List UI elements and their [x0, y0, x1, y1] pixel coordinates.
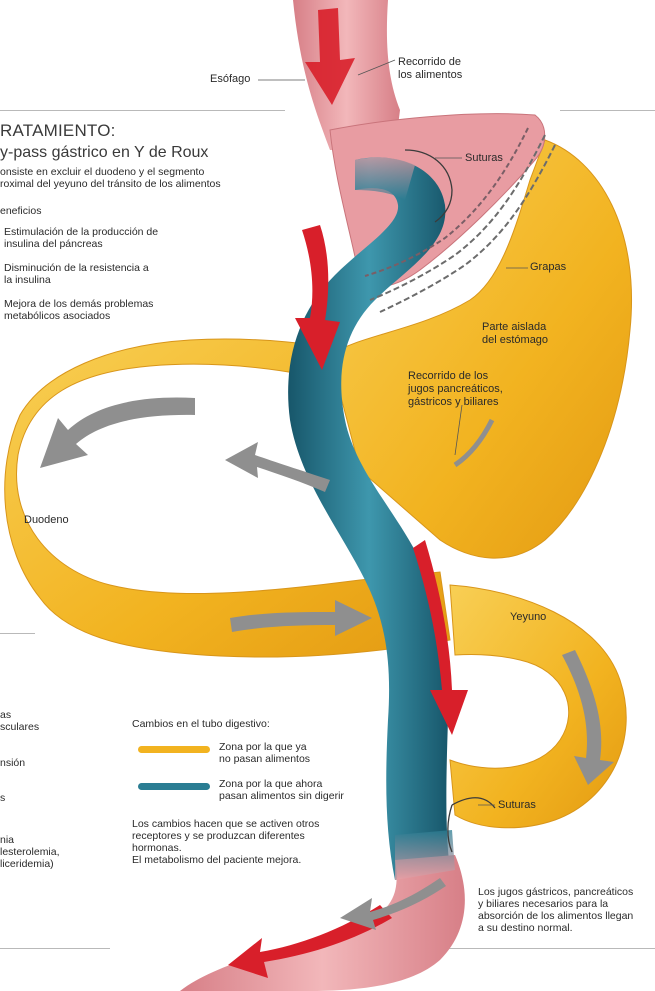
label-grapas: Grapas: [530, 261, 566, 274]
benefit-3-line-2: metabólicos asociados: [4, 310, 110, 322]
label-duodeno: Duodeno: [24, 514, 69, 527]
rule-top-left: [0, 110, 285, 111]
description-line-2: roximal del yeyuno del tránsito de los a…: [0, 178, 221, 190]
label-parte-aislada-2: del estómago: [482, 334, 548, 347]
left-cut-4: s: [0, 792, 5, 804]
footer-note-4: a su destino normal.: [478, 922, 573, 934]
left-cut-2: sculares: [0, 721, 39, 733]
legend-swatch-teal: [138, 783, 210, 790]
benefit-1-line-1: Estimulación de la producción de: [4, 226, 158, 238]
page-title: RATAMIENTO:: [0, 121, 116, 141]
label-jugos-2: jugos pancreáticos,: [408, 383, 503, 396]
legend-note-1: Los cambios hacen que se activen otros: [132, 818, 319, 830]
legend-teal-2: pasan alimentos sin digerir: [219, 790, 344, 802]
footer-note-3: absorción de los alimentos llegan: [478, 910, 633, 922]
left-cut-1: as: [0, 709, 11, 721]
legend-yellow-2: no pasan alimentos: [219, 753, 310, 765]
left-cut-6: lesterolemia,: [0, 846, 60, 858]
benefit-3-line-1: Mejora de los demás problemas: [4, 298, 153, 310]
label-recorrido-2: los alimentos: [398, 69, 462, 82]
legend-swatch-yellow: [138, 746, 210, 753]
benefit-2-line-2: la insulina: [4, 274, 51, 286]
legend-teal-1: Zona por la que ahora: [219, 778, 322, 790]
label-jugos-3: gástricos y biliares: [408, 396, 498, 409]
legend-note-3: hormonas.: [132, 842, 182, 854]
legend-heading: Cambios en el tubo digestivo:: [132, 718, 270, 730]
label-esofago: Esófago: [210, 73, 250, 86]
left-cut-5: nia: [0, 834, 14, 846]
description-line-1: onsiste en excluir el duodeno y el segme…: [0, 166, 204, 178]
left-cut-3: nsión: [0, 757, 25, 769]
benefit-2-line-1: Disminución de la resistencia a: [4, 262, 149, 274]
benefit-1-line-2: insulina del páncreas: [4, 238, 103, 250]
footer-note-2: y biliares necesarios para la: [478, 898, 608, 910]
label-recorrido-1: Recorrido de: [398, 56, 461, 69]
label-suturas-bottom: Suturas: [498, 799, 536, 812]
legend-yellow-1: Zona por la que ya: [219, 741, 307, 753]
left-cut-7: liceridemia): [0, 858, 54, 870]
page-subtitle: y-pass gástrico en Y de Roux: [0, 144, 208, 162]
legend-note-4: El metabolismo del paciente mejora.: [132, 854, 301, 866]
legend-note-2: receptores y se produzcan diferentes: [132, 830, 305, 842]
label-jugos-1: Recorrido de los: [408, 370, 488, 383]
rule-bottom-right: [440, 948, 655, 949]
label-parte-aislada-1: Parte aislada: [482, 321, 546, 334]
rule-top-right: [560, 110, 655, 111]
footer-note-1: Los jugos gástricos, pancreáticos: [478, 886, 633, 898]
rule-bottom-left: [0, 948, 110, 949]
benefits-heading: eneficios: [0, 205, 41, 217]
label-suturas-top: Suturas: [465, 152, 503, 165]
rule-mid-left: [0, 633, 35, 634]
label-yeyuno: Yeyuno: [510, 611, 546, 624]
